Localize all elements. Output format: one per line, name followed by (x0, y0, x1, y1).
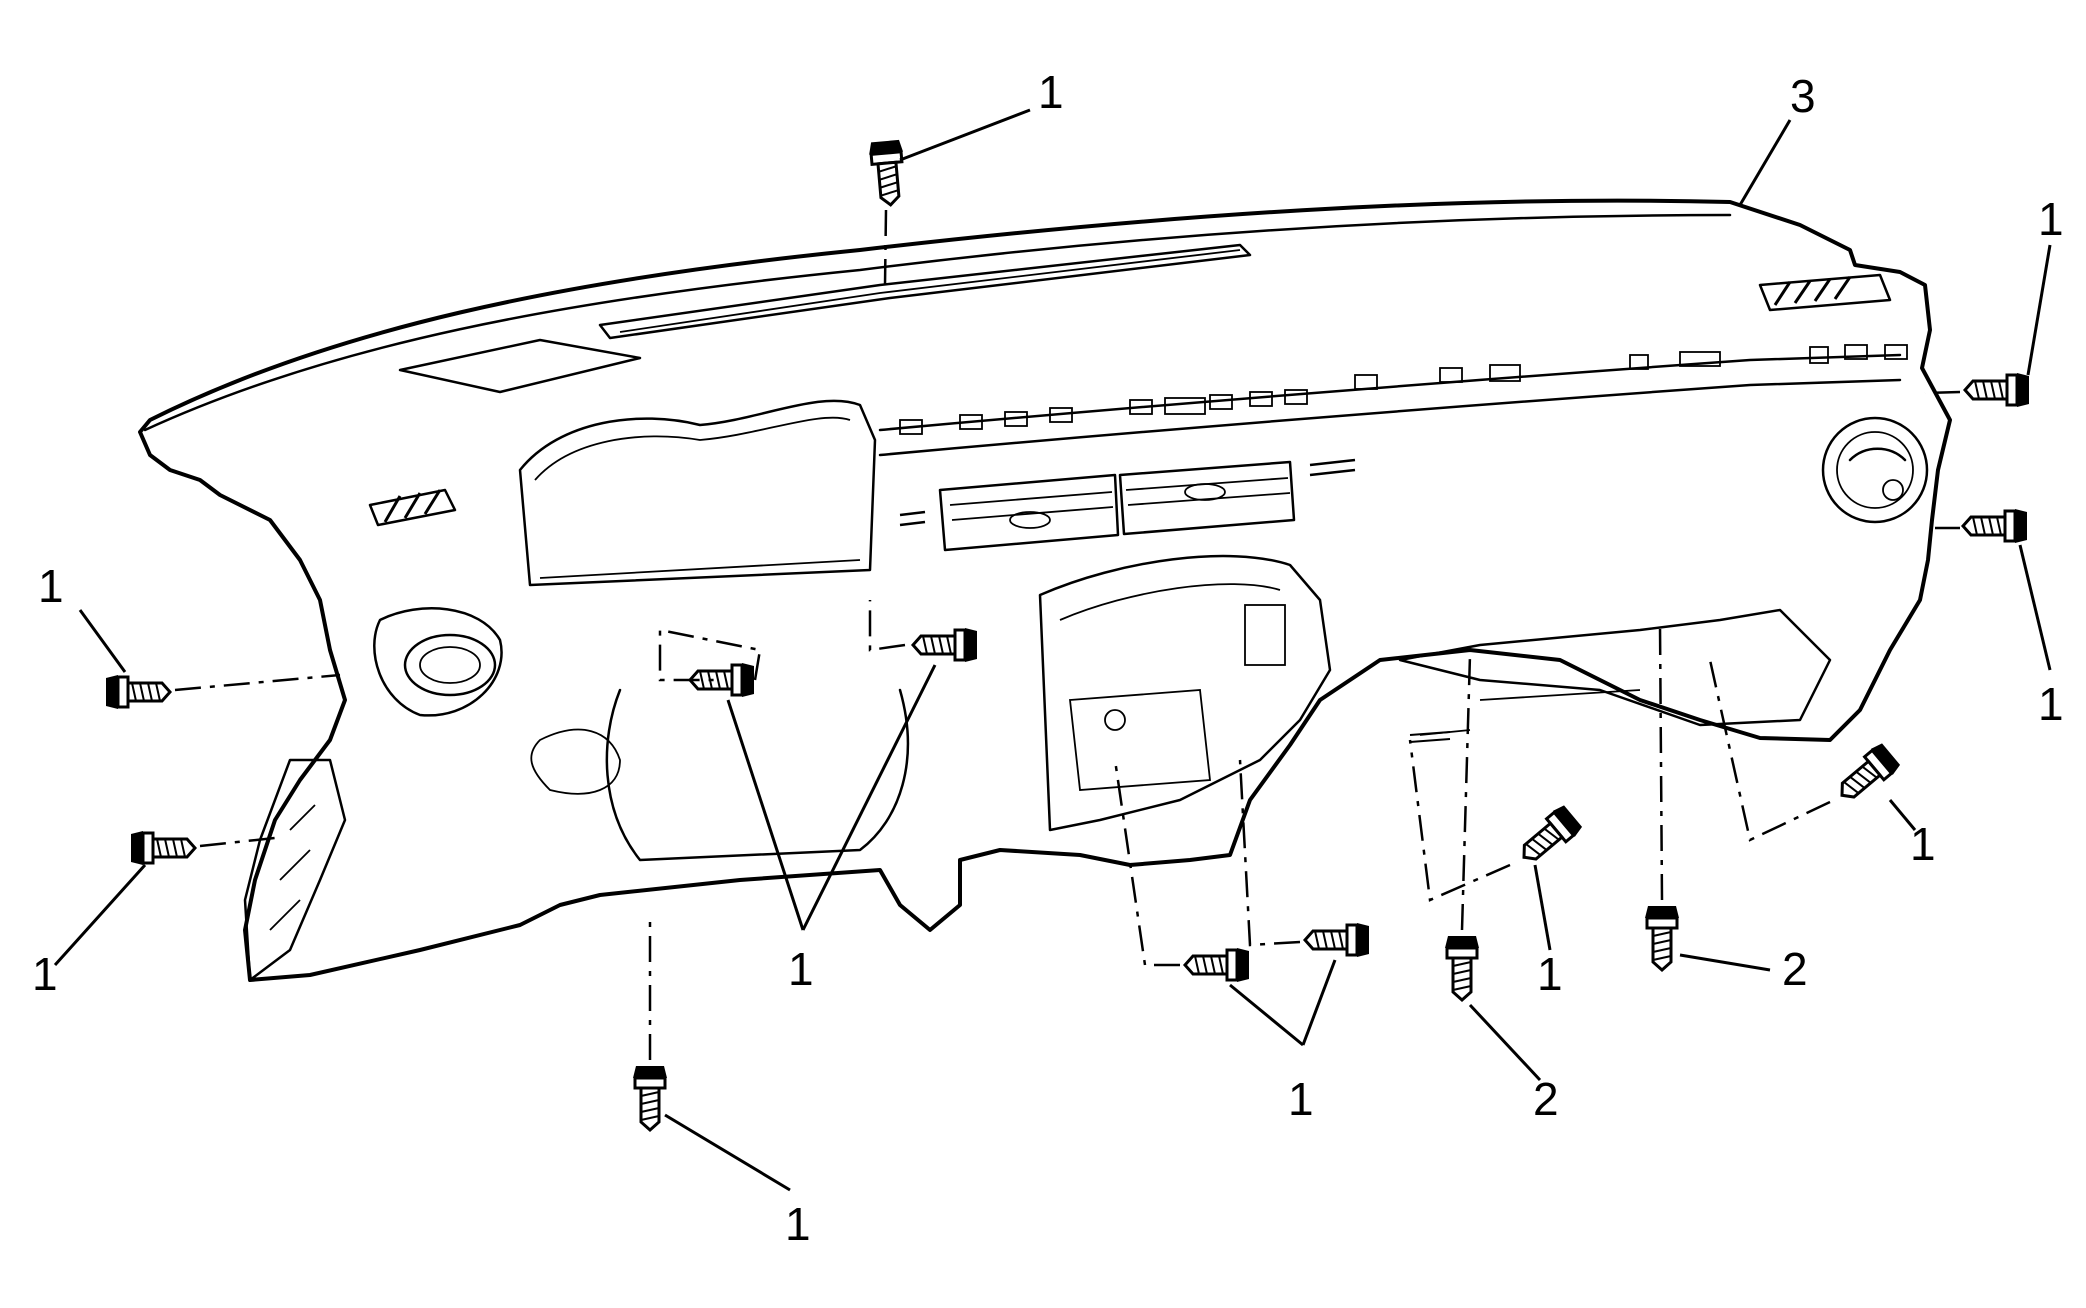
dash-crest-line (143, 213, 1732, 432)
fastener-center-right (868, 600, 979, 664)
instrument-panel (138, 198, 1952, 982)
fastener-lower-pair-b (1238, 759, 1371, 959)
callout-right-lower-bolt: 1 (2038, 678, 2064, 730)
callout-lower-bolt-pair: 1 (1288, 1073, 1314, 1125)
callout-top-bolt: 1 (1038, 66, 1064, 118)
dash-speaker-panel (398, 338, 642, 394)
callout-mid-right-bolt: 1 (1537, 948, 1563, 1000)
center-vent-left (938, 473, 1120, 552)
steering-column-opening (605, 688, 910, 862)
fastener-bottom-left (631, 920, 669, 1132)
fastener-left-lower (129, 829, 276, 867)
passenger-outlet (1758, 273, 1892, 312)
stud-bolt-a (1443, 654, 1481, 1002)
leader-lines (53, 108, 2052, 1192)
callout-far-right-bolt: 1 (1910, 818, 1936, 870)
center-stack-opening (1038, 554, 1332, 832)
fastener-mid-right (1408, 739, 1586, 902)
callout-stud-bolt-b: 2 (1782, 943, 1808, 995)
instrument-panel-outline (138, 198, 1952, 982)
left-round-vent (403, 633, 497, 697)
defroster-slot (598, 243, 1252, 340)
callout-left-lower-bolt: 1 (32, 948, 58, 1000)
fastener-center-left (658, 628, 762, 699)
callout-left-upper-bolt: 1 (38, 560, 64, 612)
fastener-lower-pair-a (1113, 759, 1251, 984)
fastener-top (866, 138, 910, 286)
callout-center-bolt-pair: 1 (788, 943, 814, 995)
fastener-right-lower (1935, 507, 2029, 545)
fastener-left-upper (104, 673, 341, 711)
knee-bolster (1398, 608, 1832, 727)
callout-stud-bolt-a: 2 (1533, 1073, 1559, 1125)
right-round-vent (1821, 416, 1929, 524)
stud-bolt-b (1643, 624, 1681, 972)
callout-instrument-panel: 3 (1790, 70, 1816, 122)
left-end-bracket (243, 758, 347, 982)
fastener-far-right (1708, 659, 1904, 842)
callout-bottom-left-bolt: 1 (785, 1198, 811, 1250)
fastener-right-upper (1924, 371, 2031, 409)
cluster-opening (518, 399, 877, 587)
center-vent-right (1118, 460, 1296, 536)
callout-right-upper-bolt: 1 (2038, 193, 2064, 245)
